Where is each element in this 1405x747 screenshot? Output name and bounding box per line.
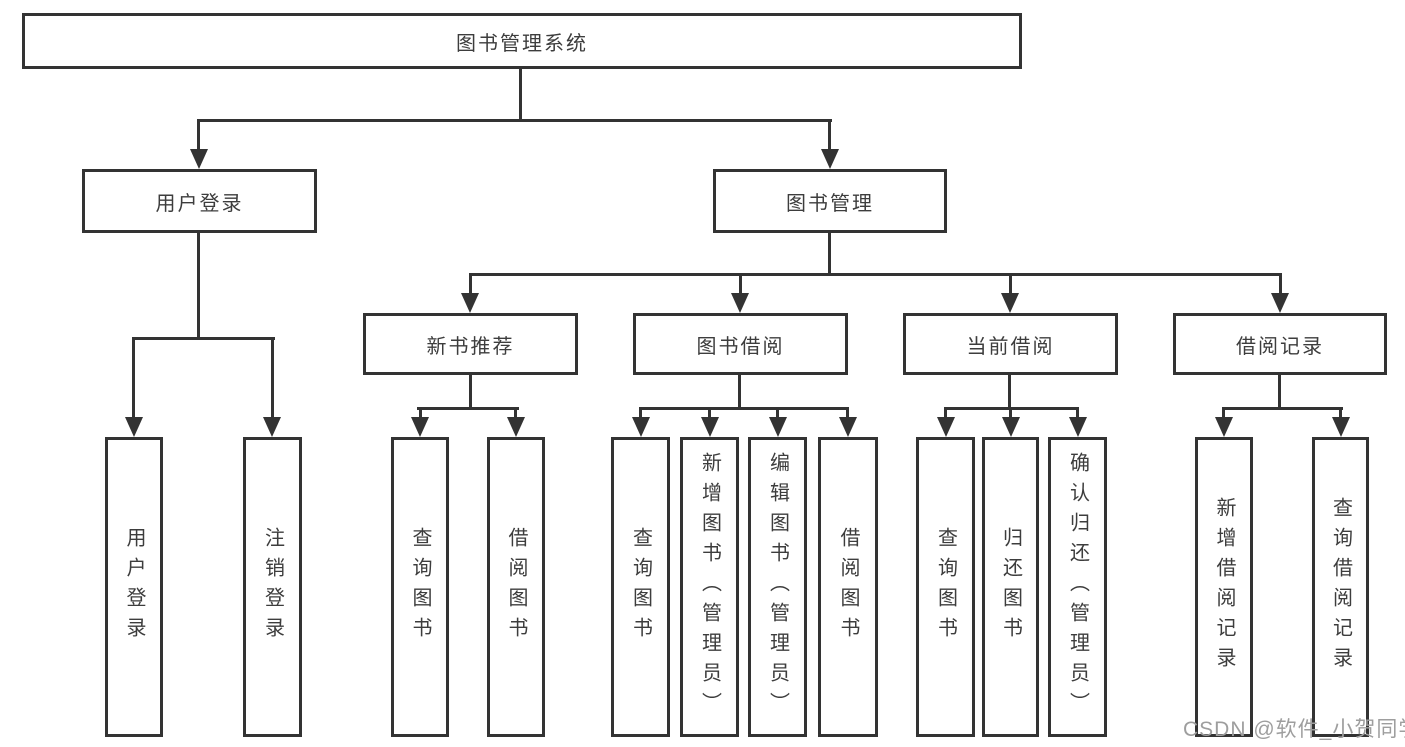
connector-line [1222, 407, 1343, 410]
node-logout-leaf-label: 注销登录 [261, 527, 284, 647]
arrow-down-icon [461, 293, 479, 313]
connector-line [1339, 407, 1342, 421]
arrow-down-icon [125, 417, 143, 437]
connector-line [639, 407, 849, 410]
node-logout-leaf: 注销登录 [243, 437, 302, 737]
node-book-borrow: 图书借阅 [633, 313, 848, 375]
arrow-down-icon [701, 417, 719, 437]
node-query-books-borrow: 查询图书 [611, 437, 670, 737]
connector-line [419, 407, 422, 421]
node-query-books-current-label: 查询图书 [934, 527, 957, 647]
node-add-book-admin-label: 新增图书（管理员） [698, 452, 721, 722]
connector-line [271, 337, 274, 421]
node-current-borrow: 当前借阅 [903, 313, 1118, 375]
connector-line [132, 337, 275, 340]
connector-line [738, 375, 741, 410]
node-query-books-recommend: 查询图书 [391, 437, 449, 737]
connector-line [469, 273, 472, 297]
arrow-down-icon [769, 417, 787, 437]
node-book-management: 图书管理 [713, 169, 947, 233]
arrow-down-icon [1332, 417, 1350, 437]
node-user-login: 用户登录 [82, 169, 317, 233]
arrow-down-icon [731, 293, 749, 313]
arrow-down-icon [1001, 293, 1019, 313]
node-query-books-current: 查询图书 [916, 437, 975, 737]
node-return-book-label: 归还图书 [999, 527, 1022, 647]
node-edit-book-admin-label: 编辑图书（管理员） [766, 452, 789, 722]
node-query-books-borrow-label: 查询图书 [629, 527, 652, 647]
arrow-down-icon [839, 417, 857, 437]
arrow-down-icon [1271, 293, 1289, 313]
node-confirm-return-admin: 确认归还（管理员） [1048, 437, 1107, 737]
connector-line [197, 233, 200, 340]
connector-line [1009, 273, 1012, 297]
connector-line [1278, 375, 1281, 410]
connector-line [739, 273, 742, 297]
node-borrow-books-recommend: 借阅图书 [487, 437, 545, 737]
arrow-down-icon [937, 417, 955, 437]
arrow-down-icon [507, 417, 525, 437]
connector-line [417, 407, 519, 410]
node-user-login-leaf: 用户登录 [105, 437, 163, 737]
arrow-down-icon [411, 417, 429, 437]
connector-line [1279, 273, 1282, 297]
arrow-down-icon [1215, 417, 1233, 437]
connector-line [639, 407, 642, 421]
arrow-down-icon [821, 149, 839, 169]
connector-line [197, 119, 832, 122]
node-query-borrow-record-label: 查询借阅记录 [1329, 497, 1352, 677]
node-borrow-books-leaf: 借阅图书 [818, 437, 878, 737]
node-borrow-books-recommend-label: 借阅图书 [505, 527, 527, 647]
connector-line [944, 407, 947, 421]
watermark-text: CSDN @软件_小贺同学 [1183, 718, 1405, 741]
node-new-book-recommend: 新书推荐 [363, 313, 578, 375]
connector-line [846, 407, 849, 421]
node-user-login-leaf-label: 用户登录 [123, 527, 145, 647]
node-query-borrow-record: 查询借阅记录 [1312, 437, 1369, 737]
node-confirm-return-admin-label: 确认归还（管理员） [1066, 452, 1089, 722]
connector-line [132, 337, 135, 421]
connector-line [1222, 407, 1225, 421]
arrow-down-icon [190, 149, 208, 169]
connector-line [828, 119, 831, 155]
node-add-borrow-record: 新增借阅记录 [1195, 437, 1253, 737]
arrow-down-icon [1069, 417, 1087, 437]
node-return-book: 归还图书 [982, 437, 1039, 737]
node-add-borrow-record-label: 新增借阅记录 [1213, 497, 1235, 677]
connector-line [1009, 407, 1012, 421]
connector-line [708, 407, 711, 421]
node-borrow-books-leaf-label: 借阅图书 [837, 527, 859, 647]
node-query-books-recommend-label: 查询图书 [409, 527, 431, 647]
connector-line [828, 233, 831, 276]
connector-line [519, 69, 522, 122]
connector-line [469, 375, 472, 410]
connector-line [776, 407, 779, 421]
node-borrow-records: 借阅记录 [1173, 313, 1387, 375]
connector-line [514, 407, 517, 421]
node-library-system: 图书管理系统 [22, 13, 1022, 69]
arrow-down-icon [263, 417, 281, 437]
connector-line [1076, 407, 1079, 421]
connector-line [469, 273, 1282, 276]
connector-line [197, 119, 200, 155]
arrow-down-icon [632, 417, 650, 437]
node-edit-book-admin: 编辑图书（管理员） [748, 437, 807, 737]
arrow-down-icon [1002, 417, 1020, 437]
node-add-book-admin: 新增图书（管理员） [680, 437, 739, 737]
connector-line [1008, 375, 1011, 410]
